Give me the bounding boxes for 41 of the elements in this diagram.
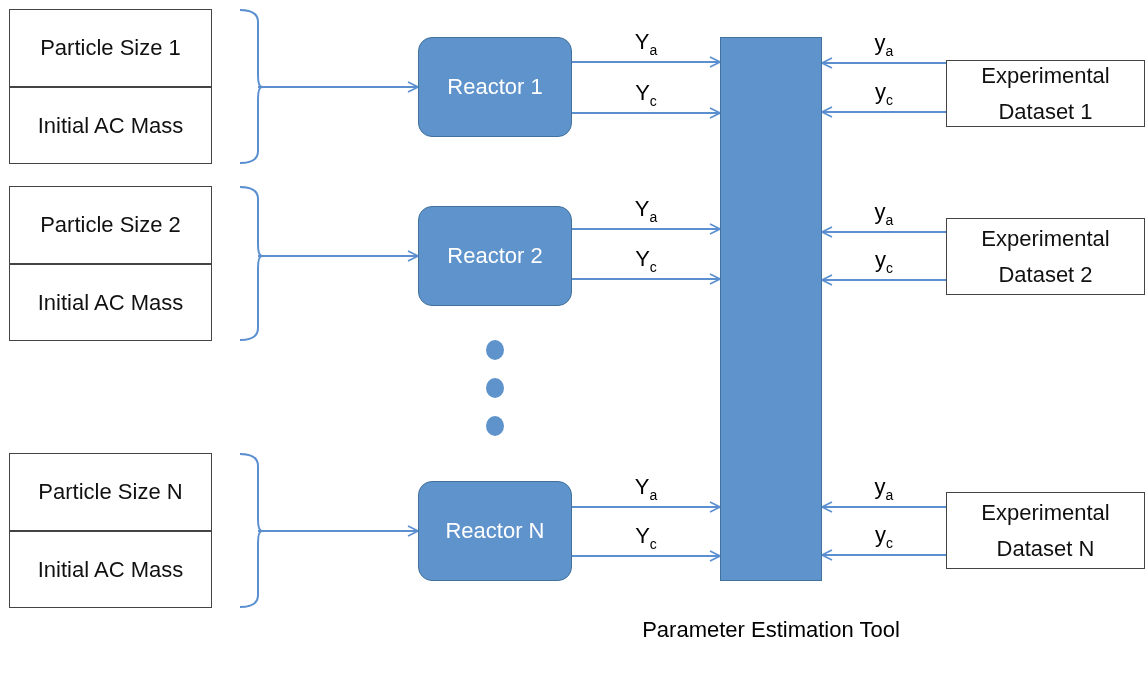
arrow (821, 274, 947, 286)
box-label: Experimental Dataset 1 (980, 62, 1111, 126)
bracket-arrow (239, 453, 419, 608)
reactor-box (418, 481, 572, 581)
arrow (821, 501, 947, 513)
arrow (571, 501, 721, 513)
arrow (821, 106, 947, 118)
input-box (9, 87, 212, 164)
arrow (571, 107, 721, 119)
arrow (821, 226, 947, 238)
arrow (571, 56, 721, 68)
box-label: Initial AC Mass (37, 555, 184, 584)
tool-caption: Parameter Estimation Tool (641, 616, 901, 644)
box-label: Experimental Dataset N (980, 499, 1111, 563)
box-label: Particle Size 2 (40, 211, 181, 240)
dataset-box (946, 218, 1145, 295)
box-label: Particle Size 1 (40, 34, 181, 63)
box-label: Initial AC Mass (37, 288, 184, 317)
bar-shape (720, 37, 822, 581)
input-box (9, 453, 212, 531)
input-box (9, 531, 212, 608)
bracket-arrow (239, 9, 419, 164)
reactor-label: Reactor 1 (447, 73, 543, 102)
box-label: Particle Size N (38, 478, 183, 507)
bracket-arrow (239, 186, 419, 341)
arrow (571, 273, 721, 285)
input-box (9, 186, 212, 264)
arrow (571, 550, 721, 562)
arrow (821, 57, 947, 69)
dataset-box (946, 492, 1145, 569)
arrow (821, 549, 947, 561)
input-box (9, 9, 212, 87)
reactor-label: Reactor 2 (447, 242, 543, 271)
dataset-box (946, 60, 1145, 127)
reactor-label: Reactor N (445, 517, 545, 546)
box-label: Initial AC Mass (37, 111, 184, 140)
reactor-box (418, 37, 572, 137)
reactor-box (418, 206, 572, 306)
arrow (571, 223, 721, 235)
box-label: Experimental Dataset 2 (980, 225, 1111, 289)
input-box (9, 264, 212, 341)
